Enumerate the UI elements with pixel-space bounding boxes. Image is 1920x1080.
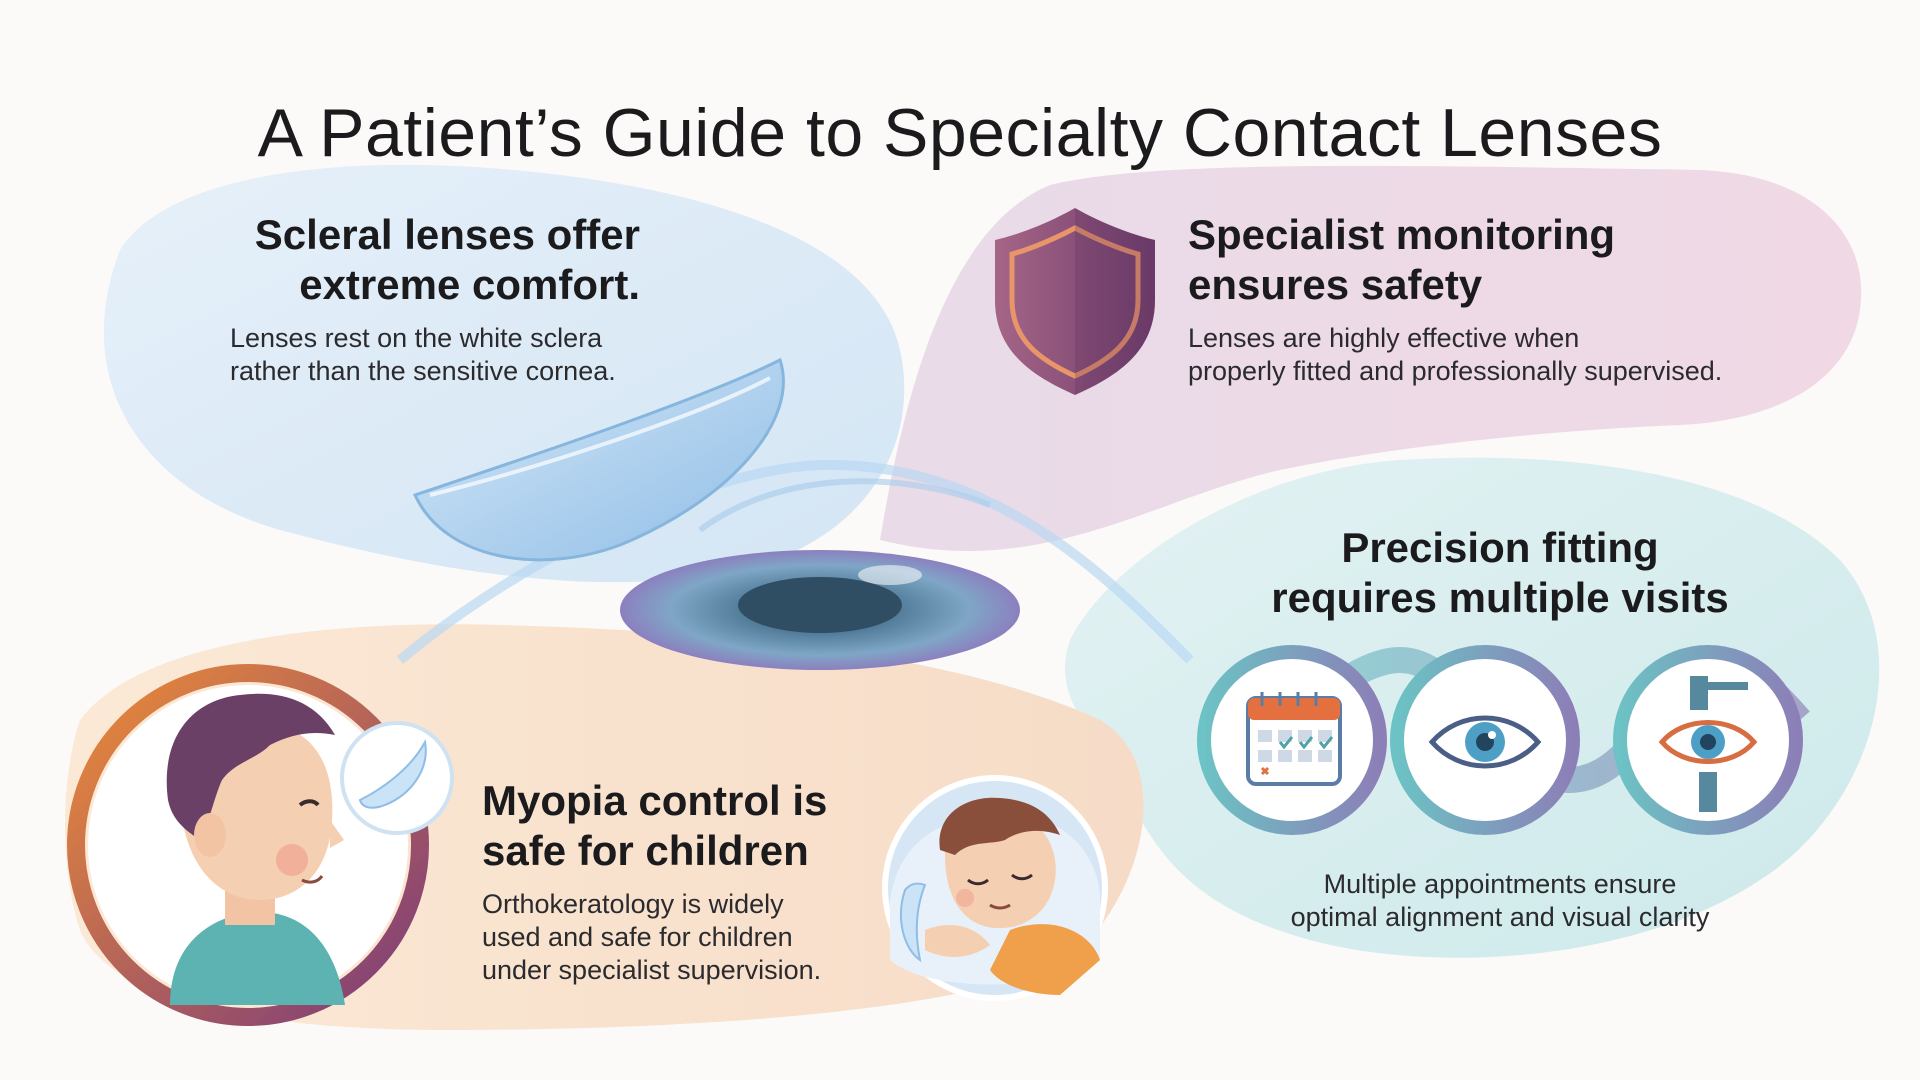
myopia-body-line-3: under specialist supervision. [482, 955, 822, 985]
eye-icon [1428, 715, 1542, 769]
scleral-body: Lenses rest on the white sclera rather t… [230, 322, 690, 388]
monitoring-heading: Specialist monitoring ensures safety [1188, 210, 1808, 310]
precision-heading: Precision fitting requires multiple visi… [1200, 523, 1800, 623]
sleeping-child-icon [882, 775, 1108, 1001]
precision-body-line-1: Multiple appointments ensure [1323, 869, 1677, 899]
myopia-heading-line-1: Myopia control is [482, 777, 828, 824]
scleral-body-line-1: Lenses rest on the white sclera [230, 323, 603, 353]
monitoring-body-line-2: properly fitted and professionally super… [1188, 356, 1723, 386]
myopia-heading-line-2: safe for children [482, 827, 809, 874]
child-profile-icon [67, 664, 429, 1026]
precision-heading-line-2: requires multiple visits [1271, 574, 1729, 621]
calendar-icon [1246, 692, 1342, 786]
page-title: A Patient’s Guide to Specialty Contact L… [257, 94, 1663, 171]
myopia-heading: Myopia control is safe for children [482, 776, 882, 876]
contact-lens-icon [412, 357, 785, 562]
eye-illustration [396, 459, 1194, 670]
monitoring-body: Lenses are highly effective when properl… [1188, 322, 1828, 388]
precision-heading-line-1: Precision fitting [1341, 524, 1659, 571]
monitoring-heading-line-1: Specialist monitoring [1188, 211, 1616, 258]
precision-body: Multiple appointments ensure optimal ali… [1200, 868, 1800, 934]
scleral-body-line-2: rather than the sensitive cornea. [230, 356, 616, 386]
myopia-body-line-2: used and safe for children [482, 922, 793, 952]
scleral-heading-line-1: Scleral lenses offer [254, 211, 640, 258]
shield-icon [995, 208, 1155, 395]
scleral-heading: Scleral lenses offer extreme comfort. [180, 210, 640, 310]
myopia-body-line-1: Orthokeratology is widely [482, 889, 784, 919]
scleral-heading-line-2: extreme comfort. [299, 261, 640, 308]
monitoring-body-line-1: Lenses are highly effective when [1188, 323, 1580, 353]
lens-bubble-icon [340, 721, 454, 835]
myopia-body: Orthokeratology is widely used and safe … [482, 888, 882, 987]
precision-body-line-2: optimal alignment and visual clarity [1290, 902, 1710, 932]
monitoring-heading-line-2: ensures safety [1188, 261, 1483, 308]
eye-exam-icon [1658, 676, 1758, 812]
